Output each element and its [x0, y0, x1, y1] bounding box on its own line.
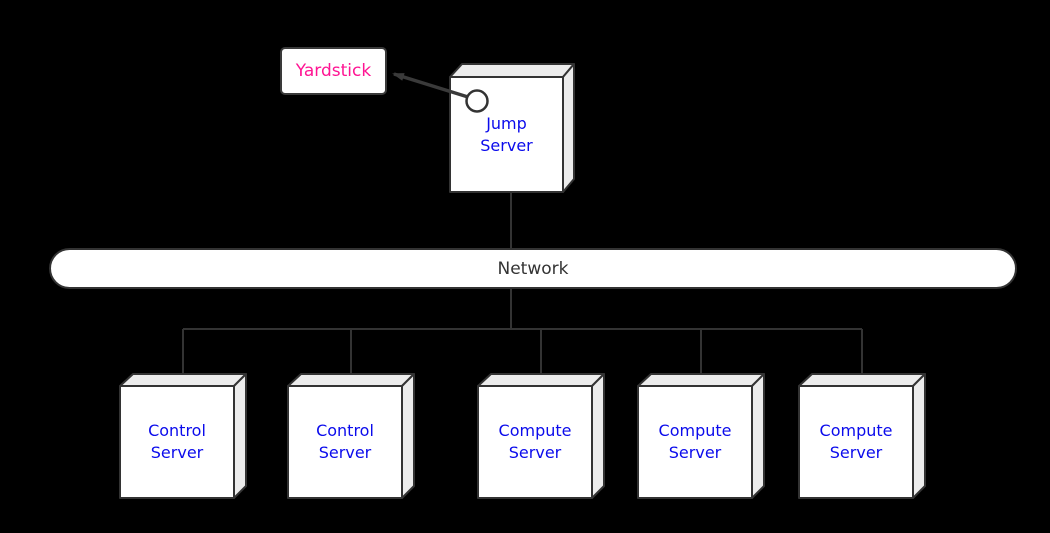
control-server-node-1: Control Server: [119, 373, 247, 499]
compute-server-node-2: Compute Server: [637, 373, 765, 499]
compute-server-label: Compute Server: [498, 421, 572, 462]
control-server-label: Control Server: [316, 421, 374, 462]
jump-server-node: Jump Server: [449, 63, 575, 193]
box3d-shape: [477, 373, 605, 499]
box3d-shape: [119, 373, 247, 499]
compute-server-label: Compute Server: [658, 421, 732, 462]
compute-server-node-1: Compute Server: [477, 373, 605, 499]
network-label: Network: [497, 258, 569, 279]
jump-server-label: Jump Server: [480, 113, 533, 155]
network-bus: Network: [49, 248, 1017, 289]
compute-server-node-3: Compute Server: [798, 373, 926, 499]
yardstick-node: Yardstick: [280, 47, 387, 95]
control-server-node-2: Control Server: [287, 373, 415, 499]
compute-server-label: Compute Server: [819, 421, 893, 462]
yardstick-label: Yardstick: [295, 61, 372, 81]
control-server-label: Control Server: [148, 421, 206, 462]
box3d-shape: [637, 373, 765, 499]
box3d-shape: [287, 373, 415, 499]
box3d-shape: [798, 373, 926, 499]
